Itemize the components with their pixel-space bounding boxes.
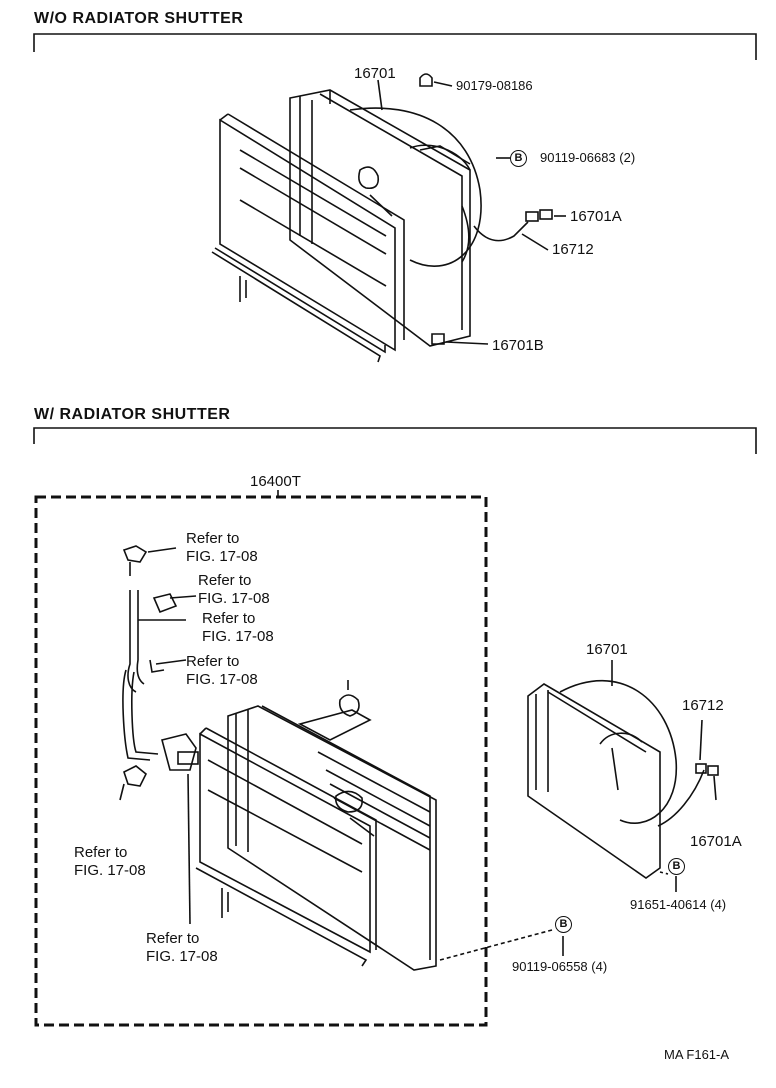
part-label-16400T: 16400T xyxy=(250,473,301,490)
refer-note-bend: Refer to FIG. 17-08 xyxy=(186,653,258,689)
refer-line-1: Refer to xyxy=(186,653,240,670)
refer-line-1: Refer to xyxy=(202,610,256,627)
refer-note-clip: Refer to FIG. 17-08 xyxy=(74,844,146,880)
vacuum-line xyxy=(122,590,165,761)
harness-top xyxy=(473,209,566,251)
part-label-16701B: 16701B xyxy=(492,337,544,354)
refer-line-1: Refer to xyxy=(74,844,128,861)
refer-line-2: FIG. 17-08 xyxy=(202,628,274,645)
clamp-mid xyxy=(152,593,197,614)
refer-line-2: FIG. 17-08 xyxy=(186,671,258,688)
part-label-16701-bottom: 16701 xyxy=(586,641,628,658)
figure-code: MA F161-A xyxy=(664,1047,730,1062)
part-label-90179-08186: 90179-08186 xyxy=(456,78,533,93)
radiator-bottom xyxy=(195,727,377,967)
section-bracket-bottom xyxy=(33,427,757,454)
refer-line-1: Refer to xyxy=(186,530,240,547)
clip-top xyxy=(419,73,453,87)
part-label-16701-top: 16701 xyxy=(354,65,396,82)
part-label-91651-40614: 91651-40614 (4) xyxy=(630,897,727,912)
refer-line-1: Refer to xyxy=(198,572,252,589)
assembly-box-16400T xyxy=(34,495,488,1027)
harness-16712-bottom xyxy=(657,719,719,827)
refer-line-1: Refer to xyxy=(146,930,200,947)
valve-mid xyxy=(161,733,199,771)
shroud-16701-bottom xyxy=(527,680,677,879)
shroud-top xyxy=(289,89,482,347)
part-label-90119-06558: 90119-06558 (4) xyxy=(512,959,608,974)
section-heading-without-shutter: W/O RADIATOR SHUTTER xyxy=(34,10,244,27)
refer-note-hose: Refer to FIG. 17-08 xyxy=(202,610,274,646)
refer-note-vsv: Refer to FIG. 17-08 xyxy=(186,530,258,566)
part-label-16712-top: 16712 xyxy=(552,241,594,258)
section-bracket-top xyxy=(33,33,757,60)
radiator-top xyxy=(211,113,405,363)
clip-bottom-left xyxy=(119,765,148,801)
refer-line-2: FIG. 17-08 xyxy=(198,590,270,607)
section-heading-with-shutter: W/ RADIATOR SHUTTER xyxy=(34,406,231,423)
part-label-16712-bottom: 16712 xyxy=(682,697,724,714)
bolt-b-symbol-top: B xyxy=(510,150,527,167)
part-label-90119-06683: 90119-06683 (2) xyxy=(540,150,636,165)
vsv-top xyxy=(122,545,177,576)
bolt-b-symbol-lower: B xyxy=(555,916,572,933)
refer-line-2: FIG. 17-08 xyxy=(186,548,258,565)
refer-line-2: FIG. 17-08 xyxy=(74,862,146,879)
part-label-16701A-top: 16701A xyxy=(570,208,622,225)
bolt-b-symbol-right: B xyxy=(668,858,685,875)
refer-line-2: FIG. 17-08 xyxy=(146,948,218,965)
refer-note-clamp: Refer to FIG. 17-08 xyxy=(198,572,270,608)
refer-note-valve: Refer to FIG. 17-08 xyxy=(146,930,218,966)
part-label-16701A-bottom: 16701A xyxy=(690,833,742,850)
bracket-16701B xyxy=(431,333,489,345)
shroud-shutter-bottom xyxy=(227,680,553,971)
